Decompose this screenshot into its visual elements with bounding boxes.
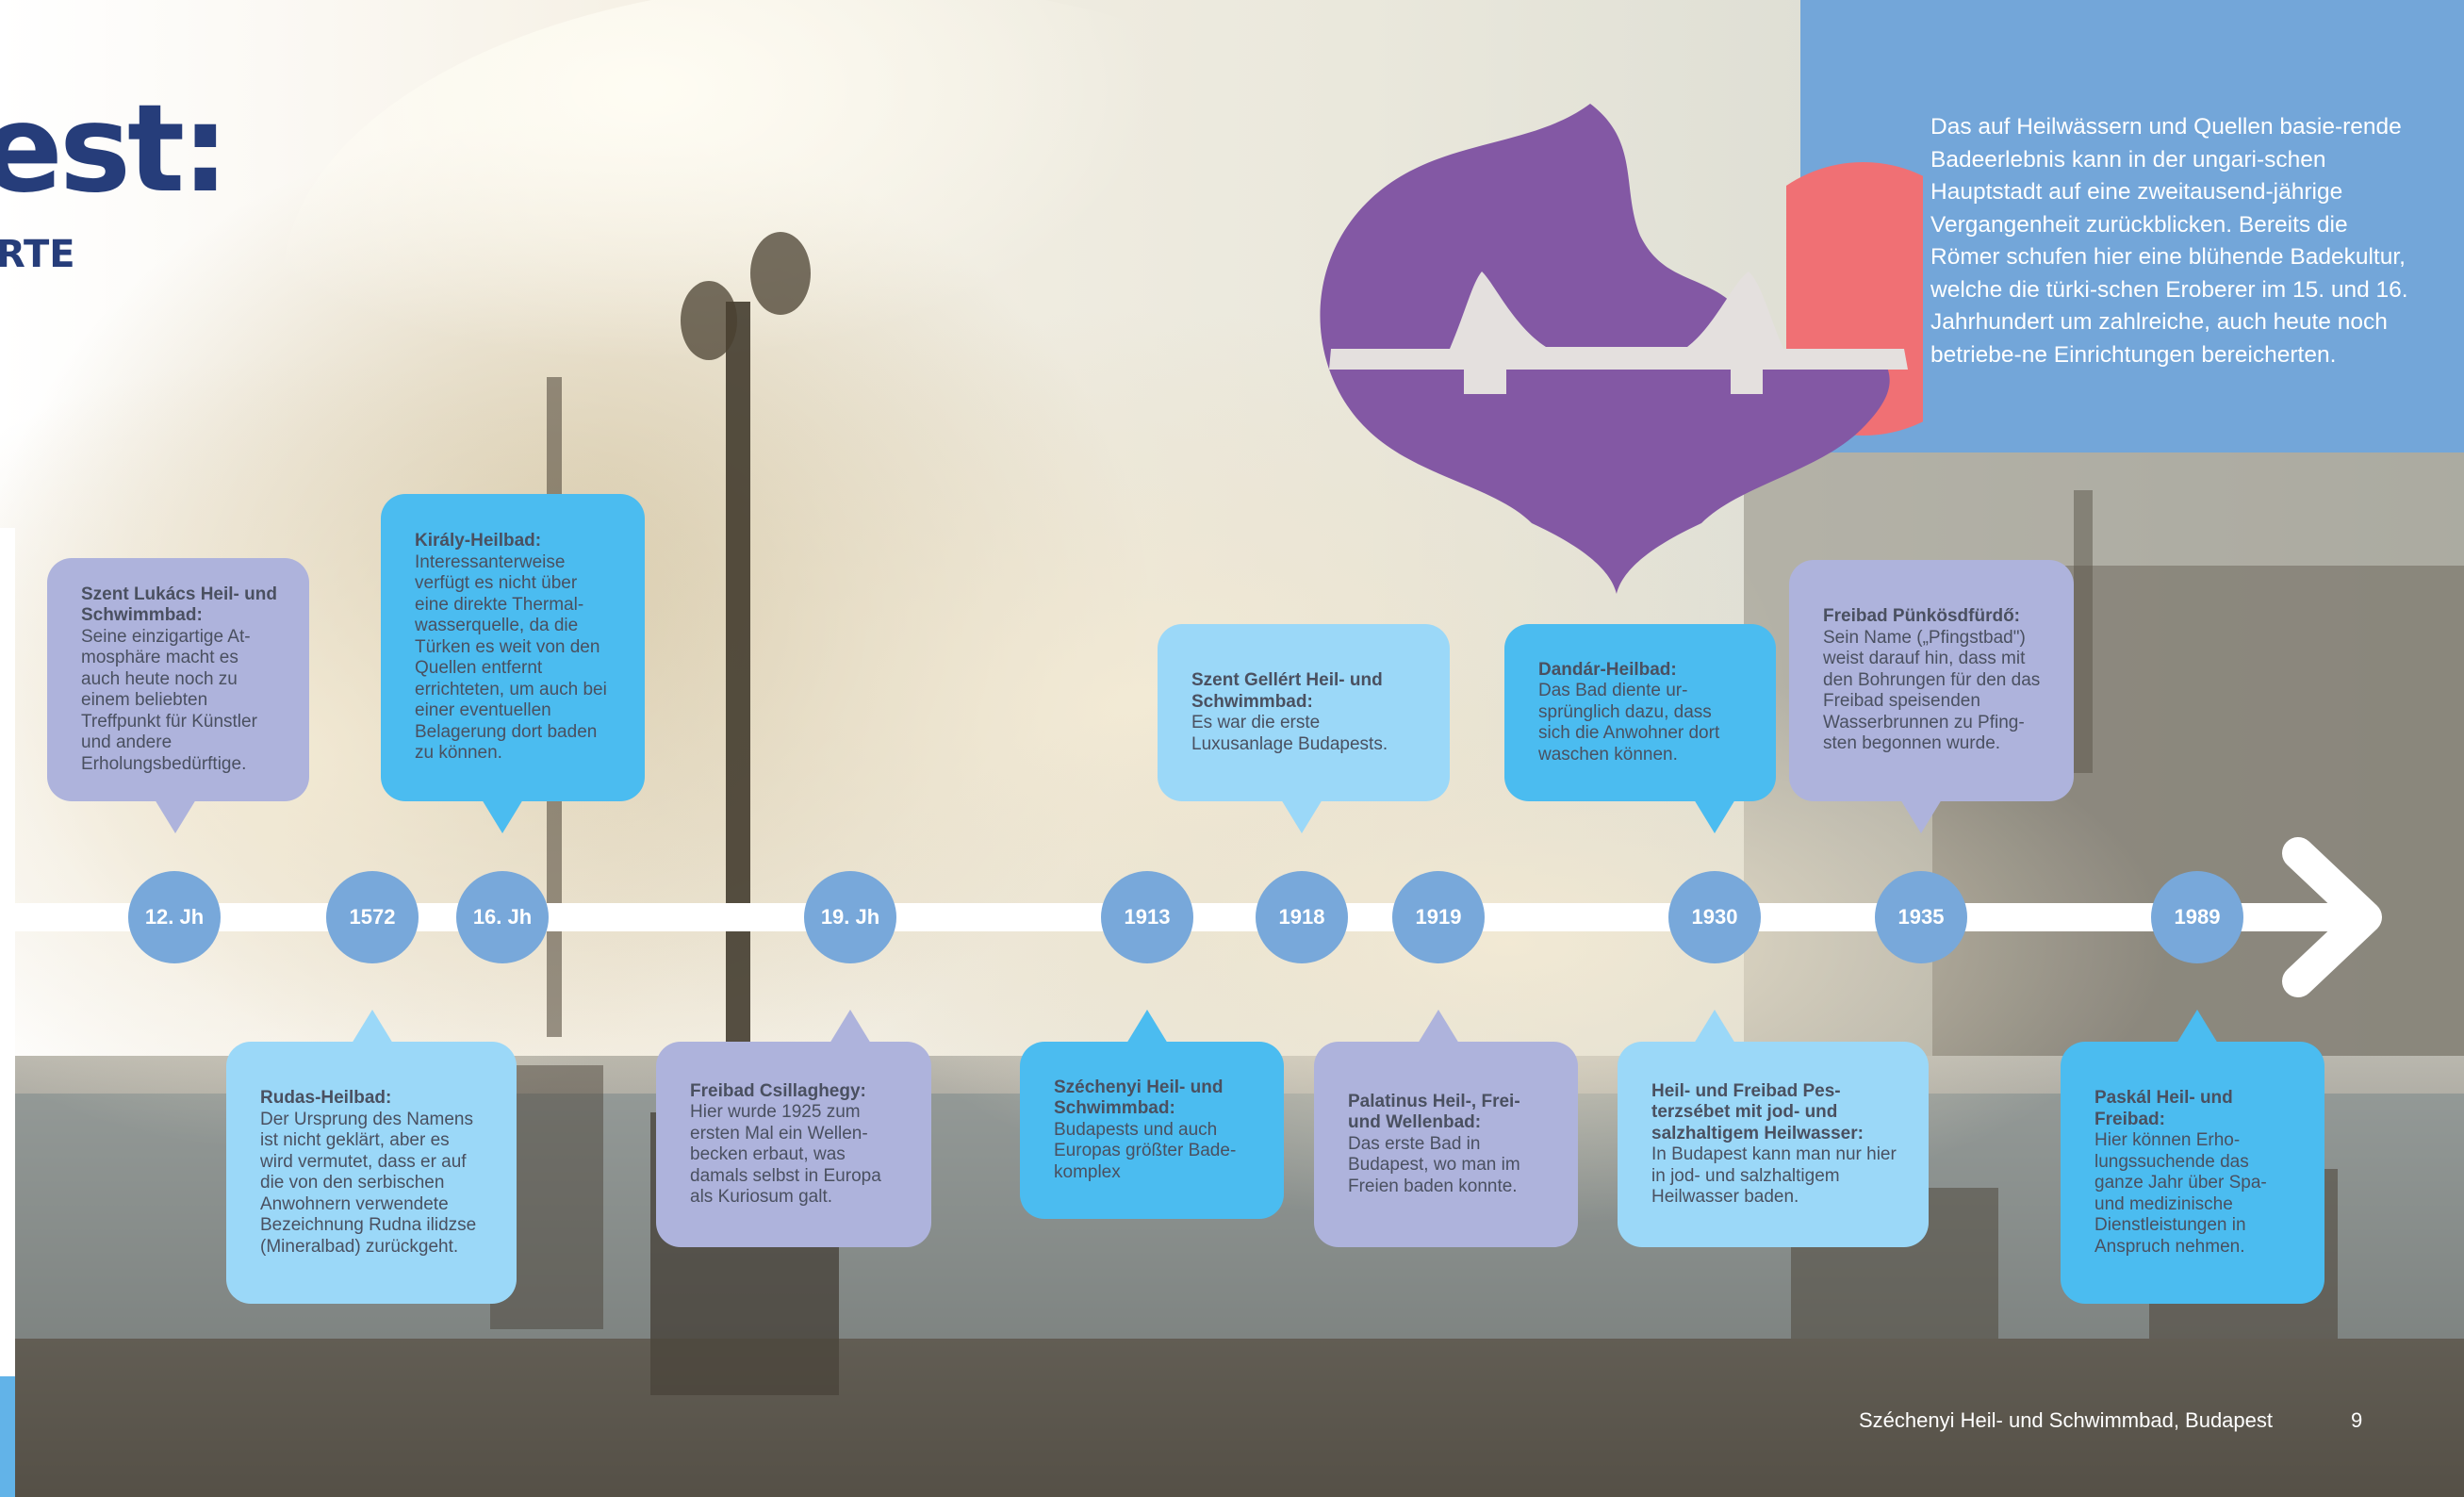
event-text: Das erste Bad in Budapest, wo man im Fre… xyxy=(1348,1133,1520,1196)
event-title: Heil- und Freibad Pes-terzsébet mit jod-… xyxy=(1651,1080,1864,1143)
event-card-szent-gellert: Szent Gellért Heil- und Schwimmbad: Es w… xyxy=(1158,624,1450,801)
event-text: Das Bad diente ur-sprünglich dazu, dass … xyxy=(1538,681,1720,765)
event-text: Sein Name („Pfingstbad") weist darauf hi… xyxy=(1823,627,2041,754)
budapest-bath-logo-icon xyxy=(1320,104,1923,594)
event-card-pesterzsebet: Heil- und Freibad Pes-terzsébet mit jod-… xyxy=(1618,1042,1929,1247)
timeline-marker-1919: 1919 xyxy=(1392,871,1485,963)
event-title: Szent Lukács Heil- und Schwimmbad: xyxy=(81,584,277,626)
event-text: Hier wurde 1925 zum ersten Mal ein Welle… xyxy=(690,1102,881,1207)
event-title: Dandár-Heilbad: xyxy=(1538,659,1677,680)
event-title: Freibad Pünkösdfürdő: xyxy=(1823,606,2020,627)
timeline-marker-1935: 1935 xyxy=(1875,871,1967,963)
page-subtitle: RTE xyxy=(0,233,75,276)
event-text: Hier können Erho-lungssuchende das ganze… xyxy=(2094,1130,2267,1257)
timeline-marker-12-jh: 12. Jh xyxy=(128,871,221,963)
event-text: In Budapest kann man nur hier in jod- un… xyxy=(1651,1144,1897,1207)
event-text: Seine einzigartige At-mosphäre macht es … xyxy=(81,626,257,774)
event-title: Paskál Heil- und Freibad: xyxy=(2094,1088,2233,1129)
page-number: 9 xyxy=(2351,1408,2363,1432)
event-card-csillaghegy: Freibad Csillaghegy: Hier wurde 1925 zum… xyxy=(656,1042,931,1247)
event-title: Szent Gellért Heil- und Schwimmbad: xyxy=(1191,670,1383,712)
timeline-marker-1572: 1572 xyxy=(326,871,419,963)
timeline-marker-19-jh: 19. Jh xyxy=(804,871,896,963)
event-text: Es war die erste Luxusanlage Budapests. xyxy=(1191,713,1388,754)
event-card-palatinus: Palatinus Heil-, Frei- und Wellenbad: Da… xyxy=(1314,1042,1578,1247)
timeline-marker-1918: 1918 xyxy=(1256,871,1348,963)
page-title: est: xyxy=(0,79,229,220)
intro-text: Das auf Heilwässern und Quellen basie-re… xyxy=(1930,114,2408,368)
event-card-rudas: Rudas-Heilbad: Der Ursprung des Namens i… xyxy=(226,1042,517,1304)
event-card-paskal: Paskál Heil- und Freibad: Hier können Er… xyxy=(2061,1042,2324,1304)
event-text: Budapests und auch Europas größter Bade-… xyxy=(1054,1119,1237,1182)
event-card-szechenyi: Széchenyi Heil- und Schwimmbad: Budapest… xyxy=(1020,1042,1284,1219)
event-title: Palatinus Heil-, Frei- und Wellenbad: xyxy=(1348,1091,1520,1133)
event-title: Freibad Csillaghegy: xyxy=(690,1080,866,1101)
event-card-szent-lukacs: Szent Lukács Heil- und Schwimmbad: Seine… xyxy=(47,558,309,801)
event-title: Rudas-Heilbad: xyxy=(260,1088,392,1108)
timeline-marker-16-jh: 16. Jh xyxy=(456,871,549,963)
event-title: Széchenyi Heil- und Schwimmbad: xyxy=(1054,1077,1224,1119)
photo-caption: Széchenyi Heil- und Schwimmbad, Budapest xyxy=(1859,1408,2274,1432)
timeline-marker-1913: 1913 xyxy=(1101,871,1193,963)
timeline-marker-1930: 1930 xyxy=(1668,871,1761,963)
timeline-marker-1989: 1989 xyxy=(2151,871,2243,963)
event-card-dandar: Dandár-Heilbad: Das Bad diente ur-sprüng… xyxy=(1504,624,1776,801)
event-card-punkosdfurdo: Freibad Pünkösdfürdő: Sein Name („Pfings… xyxy=(1789,560,2074,801)
event-title: Király-Heilbad: xyxy=(415,531,542,551)
event-text: Der Ursprung des Namens ist nicht geklär… xyxy=(260,1109,477,1257)
event-card-kiraly: Király-Heilbad: Interessanterweise verfü… xyxy=(381,494,645,801)
event-text: Interessanterweise verfügt es nicht über… xyxy=(415,551,607,764)
